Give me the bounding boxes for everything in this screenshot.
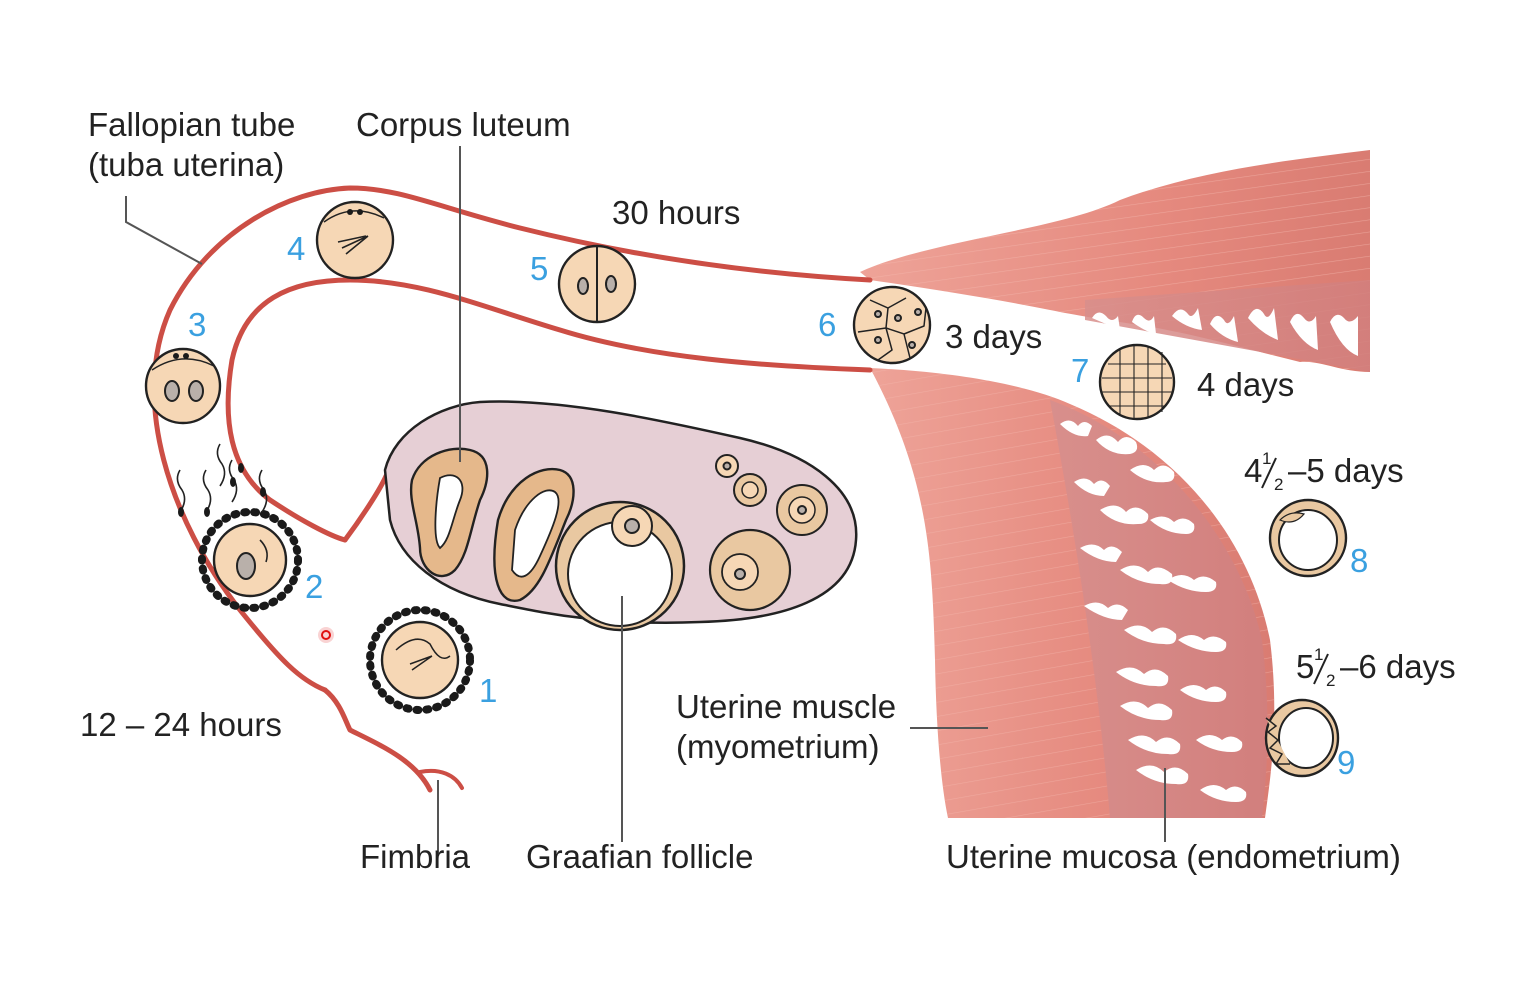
fimbria-label: Fimbria bbox=[360, 838, 471, 875]
stage-number-7: 7 bbox=[1071, 352, 1089, 389]
four-days-label: 4 days bbox=[1197, 366, 1294, 403]
four-half-den: 2 bbox=[1274, 475, 1283, 494]
fallopian-tube-label-1: Fallopian tube bbox=[88, 106, 295, 143]
five-half-days-label: 5 1 2 –6 days bbox=[1296, 645, 1456, 690]
graafian-follicle-label: Graafian follicle bbox=[526, 838, 753, 875]
five-half-num: 1 bbox=[1314, 645, 1323, 664]
uterus-upper-wall bbox=[860, 150, 1370, 372]
uterine-mucosa-label: Uterine mucosa (endometrium) bbox=[946, 838, 1401, 875]
stage-number-5: 5 bbox=[530, 250, 548, 287]
five-half-rest: –6 days bbox=[1340, 648, 1456, 685]
stage-number-1: 1 bbox=[479, 672, 497, 709]
stage-6-cell bbox=[852, 285, 932, 365]
uterine-muscle-label-2: (myometrium) bbox=[676, 728, 880, 765]
stage-number-9: 9 bbox=[1337, 744, 1355, 781]
leader-lines bbox=[125, 146, 1166, 856]
stage-2-cell bbox=[176, 443, 302, 612]
four-half-num: 1 bbox=[1262, 449, 1271, 468]
fallopian-tube-label-2: (tuba uterina) bbox=[88, 146, 284, 183]
stage-8-cell bbox=[1268, 498, 1348, 578]
stage-3-cell bbox=[144, 347, 222, 425]
ovary bbox=[383, 400, 858, 632]
corpus-luteum-label: Corpus luteum bbox=[356, 106, 571, 143]
stage-7-cell bbox=[1098, 343, 1176, 421]
stage-number-8: 8 bbox=[1350, 542, 1368, 579]
five-half-den: 2 bbox=[1326, 671, 1335, 690]
stage-number-2: 2 bbox=[305, 568, 323, 605]
uterus-body bbox=[870, 368, 1275, 818]
five-half-whole: 5 bbox=[1296, 648, 1314, 685]
stage-1-cell bbox=[366, 606, 474, 714]
stage-number-6: 6 bbox=[818, 306, 836, 343]
four-half-whole: 4 bbox=[1244, 452, 1262, 489]
stage-number-4: 4 bbox=[287, 230, 305, 267]
twelve-hours-label: 12 – 24 hours bbox=[80, 706, 282, 743]
cursor-marker bbox=[318, 627, 334, 643]
stage-9-cell bbox=[1264, 698, 1340, 778]
stage-5-cell bbox=[557, 244, 637, 324]
stage-4-cell bbox=[315, 200, 395, 280]
four-half-days-label: 4 1 2 –5 days bbox=[1244, 449, 1404, 494]
four-half-rest: –5 days bbox=[1288, 452, 1404, 489]
three-days-label: 3 days bbox=[945, 318, 1042, 355]
stage-number-3: 3 bbox=[188, 306, 206, 343]
thirty-hours-label: 30 hours bbox=[612, 194, 740, 231]
uterine-muscle-label-1: Uterine muscle bbox=[676, 688, 896, 725]
